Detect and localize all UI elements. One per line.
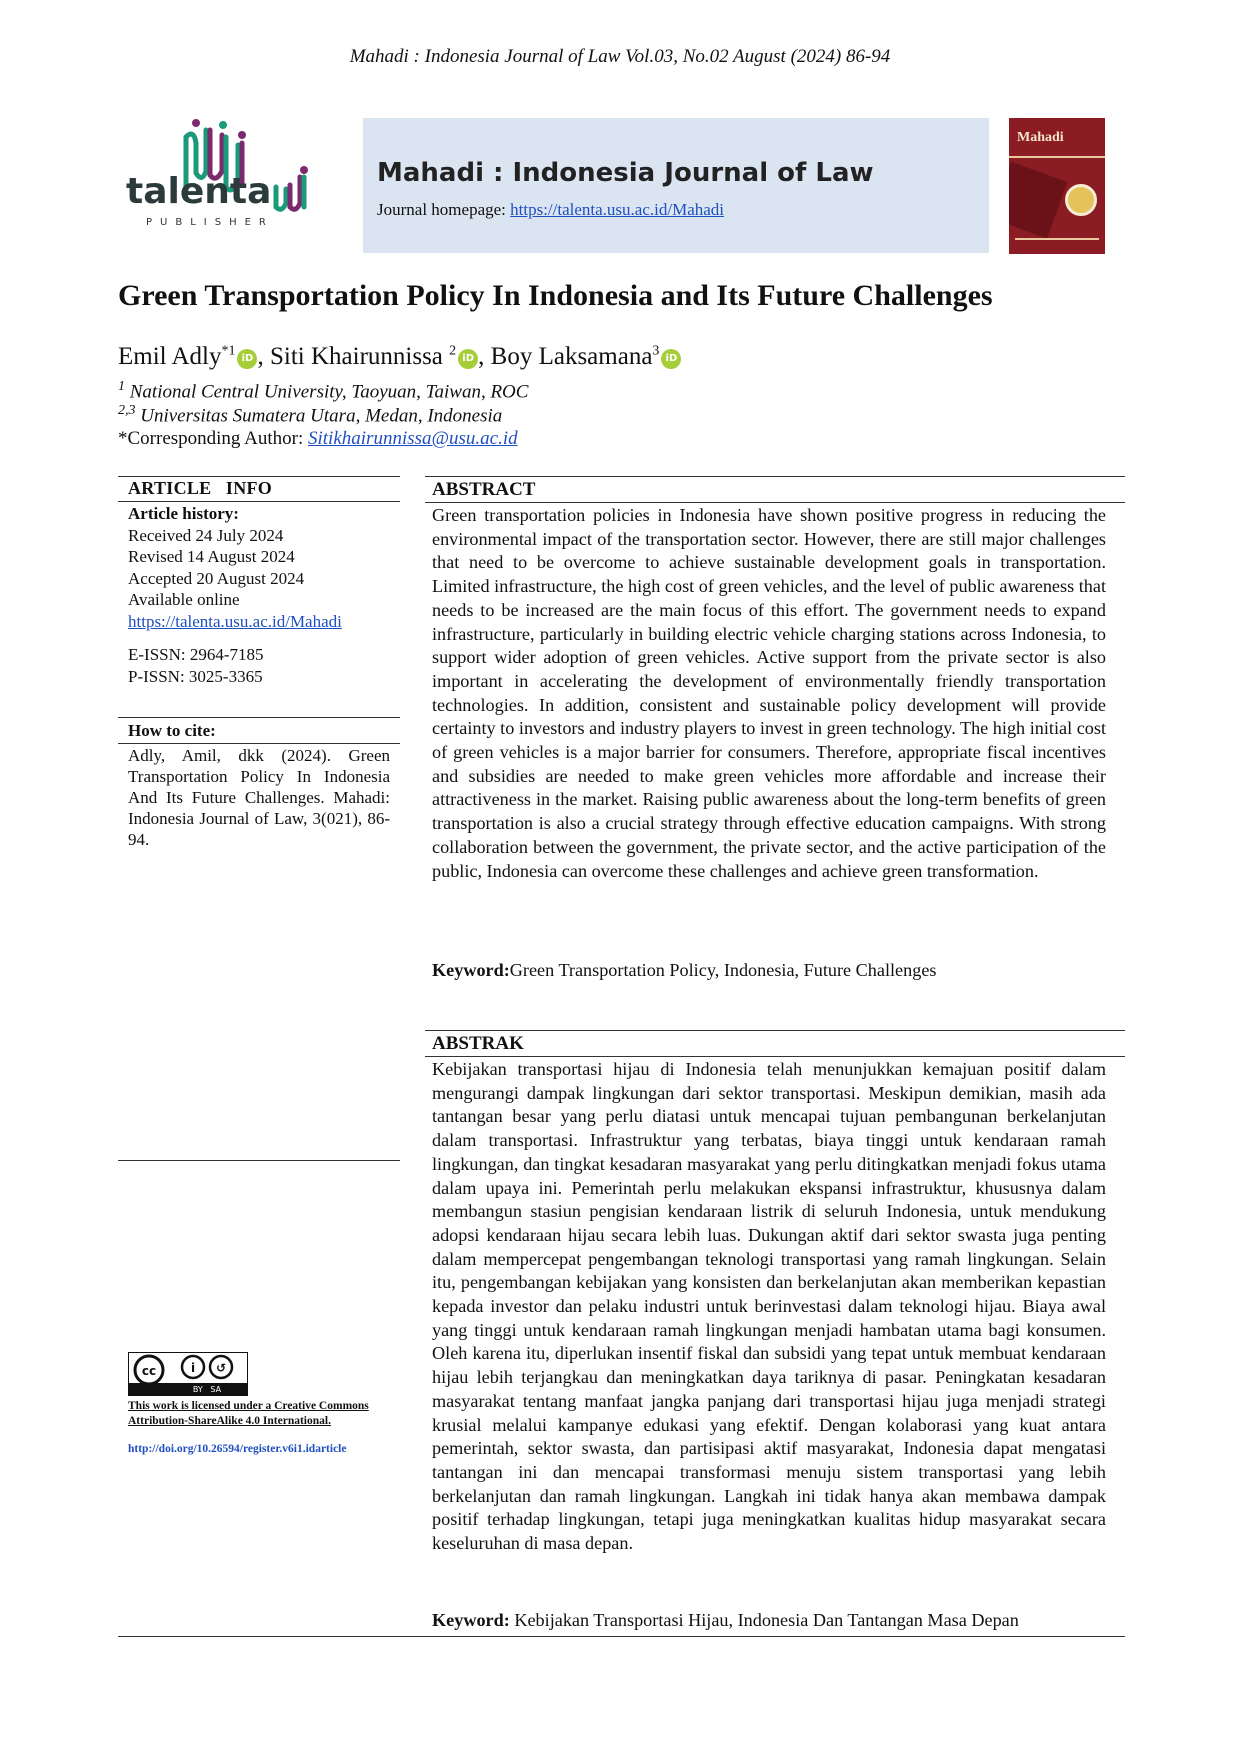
divider: [118, 717, 400, 718]
how-to-cite-label: How to cite:: [128, 721, 216, 740]
pissn: P-ISSN: 3025-3365: [128, 666, 263, 686]
article-title: Green Transportation Policy In Indonesia…: [118, 279, 993, 312]
license-note[interactable]: This work is licensed under a Creative C…: [128, 1400, 369, 1427]
orcid-icon[interactable]: iD: [237, 349, 258, 369]
article-url-link[interactable]: https://talenta.usu.ac.id/Mahadi: [128, 611, 342, 631]
author-name: Emil Adly: [118, 343, 222, 370]
divider: [118, 1636, 1125, 1637]
doi-link[interactable]: http://doi.org/10.26594/register.v6i1.id…: [128, 1443, 347, 1455]
affiliation: 2,3 Universitas Sumatera Utara, Medan, I…: [118, 403, 503, 427]
eissn: E-ISSN: 2964-7185: [128, 645, 264, 664]
cc-license-icon: cc i ↺ BY SA: [129, 1353, 247, 1395]
divider: [118, 501, 400, 502]
orcid-icon[interactable]: iD: [661, 349, 682, 369]
journal-cover-image: Mahadi: [1009, 118, 1105, 254]
cover-seal-icon: [1065, 184, 1097, 216]
author-name: , Boy Laksamana: [478, 343, 653, 370]
abstrak-body: Kebijakan transportasi hijau di Indonesi…: [432, 1059, 1106, 1554]
journal-homepage: Journal homepage: https://talenta.usu.ac…: [377, 200, 725, 219]
divider: [118, 743, 400, 744]
author-name: , Siti Khairunnissa: [257, 343, 450, 370]
svg-text:talenta: talenta: [126, 171, 271, 212]
abstract-keywords: Keyword:Green Transportation Policy, Ind…: [432, 960, 937, 980]
logo-mark-icon: talenta PUBLISHER: [126, 119, 308, 228]
abstract-heading: ABSTRACT: [432, 479, 536, 500]
svg-text:i: i: [191, 1361, 195, 1375]
abstract-body: Green transportation policies in Indones…: [432, 505, 1106, 881]
divider: [425, 502, 1125, 503]
divider: [425, 1030, 1125, 1031]
orcid-icon[interactable]: iD: [458, 349, 479, 369]
svg-text:cc: cc: [142, 1364, 156, 1378]
affiliation: 1 National Central University, Taoyuan, …: [118, 379, 529, 403]
cover-title: Mahadi: [1017, 130, 1064, 145]
abstrak-heading: ABSTRAK: [432, 1033, 524, 1054]
divider: [425, 476, 1125, 477]
corresponding-author: *Corresponding Author: Sitikhairunnissa@…: [118, 428, 518, 449]
corresponding-email-link[interactable]: Sitikhairunnissa@usu.ac.id: [308, 428, 518, 449]
svg-text:BY SA: BY SA: [193, 1385, 222, 1394]
divider: [118, 476, 400, 477]
divider: [425, 1056, 1125, 1057]
divider: [118, 1160, 400, 1161]
journal-banner: Mahadi : Indonesia Journal of Law Journa…: [363, 118, 989, 253]
svg-text:↺: ↺: [216, 1361, 226, 1375]
article-history: Article history: Received 24 July 2024 R…: [128, 504, 342, 686]
article-info-heading: ARTICLE INFO: [128, 478, 273, 498]
abstrak-keywords: Keyword: Kebijakan Transportasi Hijau, I…: [432, 1610, 1019, 1630]
cc-by-sa-badge[interactable]: cc i ↺ BY SA: [128, 1352, 248, 1396]
journal-title: Mahadi : Indonesia Journal of Law: [377, 158, 874, 188]
citation-text: Adly, Amil, dkk (2024). Green Transporta…: [128, 746, 390, 849]
talenta-publisher-logo: talenta PUBLISHER: [126, 115, 341, 240]
svg-text:PUBLISHER: PUBLISHER: [146, 217, 274, 228]
homepage-link[interactable]: https://talenta.usu.ac.id/Mahadi: [510, 200, 725, 219]
running-header: Mahadi : Indonesia Journal of Law Vol.03…: [349, 46, 891, 67]
